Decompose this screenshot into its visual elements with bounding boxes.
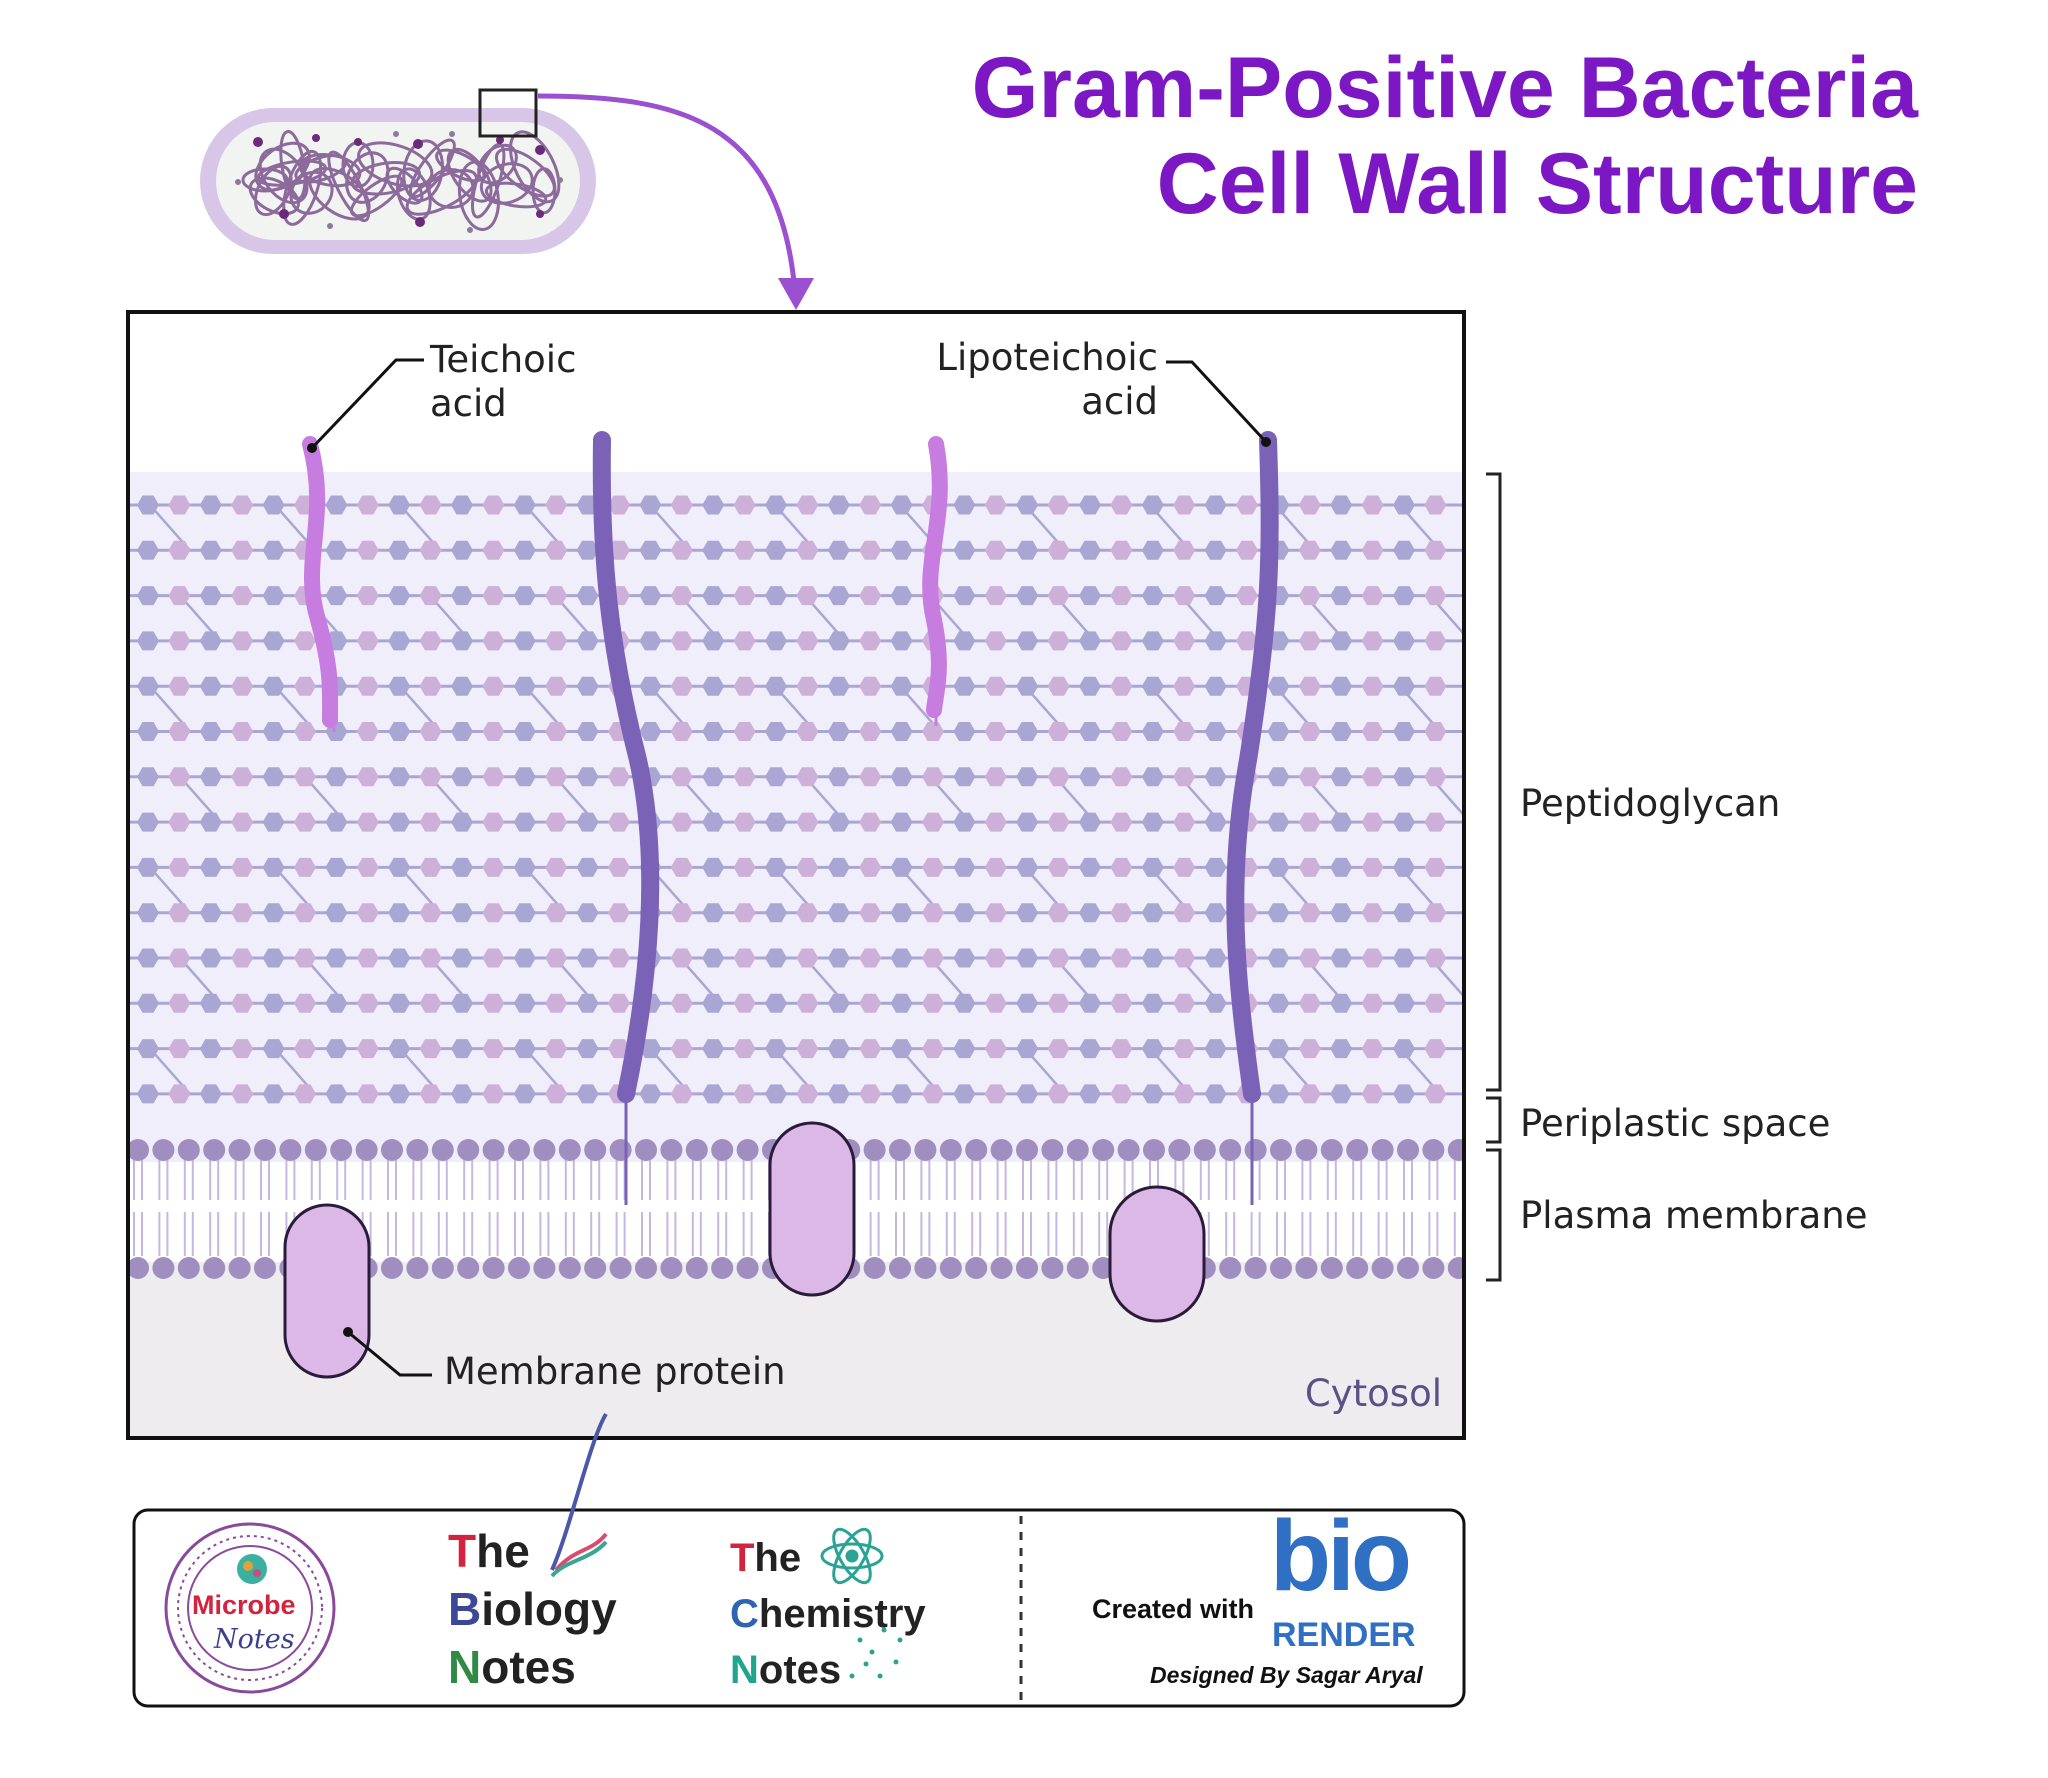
bacterium-cell-icon [200, 108, 596, 254]
chemistry-notes-logo: The Chemistry Notes [730, 1530, 926, 1698]
teichoic-acid-2 [922, 436, 948, 718]
peptidoglycan-label: Peptidoglycan [1520, 782, 1781, 825]
lipoteichoic-acid-label-line-1: Lipoteichoic [936, 336, 1158, 379]
plasma-membrane-label: Plasma membrane [1520, 1194, 1868, 1237]
teichoic-acid-label-line-2: acid [430, 382, 507, 425]
title-line-2: Cell Wall Structure [1156, 136, 1918, 232]
plasma-membrane-bracket [1486, 1148, 1502, 1282]
detail-box-frame [126, 310, 1466, 1440]
page-title: Gram-Positive Bacteria Cell Wall Structu… [972, 40, 1918, 232]
membrane-protein-label: Membrane protein [444, 1350, 786, 1393]
biorender-logo-top: bio [1270, 1500, 1412, 1612]
biorender-logo-bottom: RENDER [1272, 1616, 1416, 1654]
membrane-protein-3 [1108, 1185, 1206, 1323]
teichoic-acid-label-line-1: Teichoic [430, 338, 577, 381]
lipoteichoic-acid-label: Lipoteichoic acid [936, 336, 1158, 424]
teichoic-acid-leader [310, 358, 424, 450]
zoom-arrow-head [778, 278, 814, 310]
membrane-protein-leader [347, 1330, 432, 1377]
nucleoid-dna [241, 130, 561, 231]
designer-credit: Designed By Sagar Aryal [1150, 1662, 1423, 1688]
molecule-dots-icon [849, 1627, 903, 1679]
lipoteichoic-acid-1 [592, 431, 660, 1103]
dna-icon [550, 1412, 608, 1578]
zoom-arrow [537, 93, 798, 293]
title-line-1: Gram-Positive Bacteria [971, 40, 1918, 136]
chemistry-notes-line-2: Chemistry [730, 1592, 926, 1636]
microbe-notes-word-2: Notes [214, 1624, 295, 1655]
biology-notes-initials: T B N [448, 1522, 482, 1696]
microbe-notes-word-1: Microbe [192, 1590, 296, 1620]
created-with-label: Created with [1092, 1594, 1255, 1624]
periplastic-space-bracket [1486, 1096, 1502, 1144]
chemistry-notes-line-1: The [730, 1536, 802, 1580]
lipoteichoic-acid-2 [1226, 431, 1279, 1103]
peptidoglycan-bracket [1486, 472, 1502, 1092]
lipoteichoic-acid-leader [1166, 360, 1268, 444]
membrane-protein-2 [768, 1121, 856, 1297]
atom-icon [820, 1527, 884, 1585]
zoom-box [478, 88, 538, 138]
lipoteichoic-acid-label-line-2: acid [1081, 380, 1158, 423]
teichoic-acid-1 [302, 436, 339, 728]
cytosol-label: Cytosol [1304, 1372, 1442, 1415]
periplastic-space-label: Periplastic space [1520, 1102, 1831, 1145]
teichoic-acid-label: Teichoic acid [430, 338, 576, 426]
chemistry-notes-initials: T C N [730, 1530, 759, 1698]
membrane-protein-1 [283, 1203, 371, 1379]
microbe-notes-logo [164, 1522, 336, 1694]
chemistry-notes-line-3: Notes [730, 1648, 842, 1692]
